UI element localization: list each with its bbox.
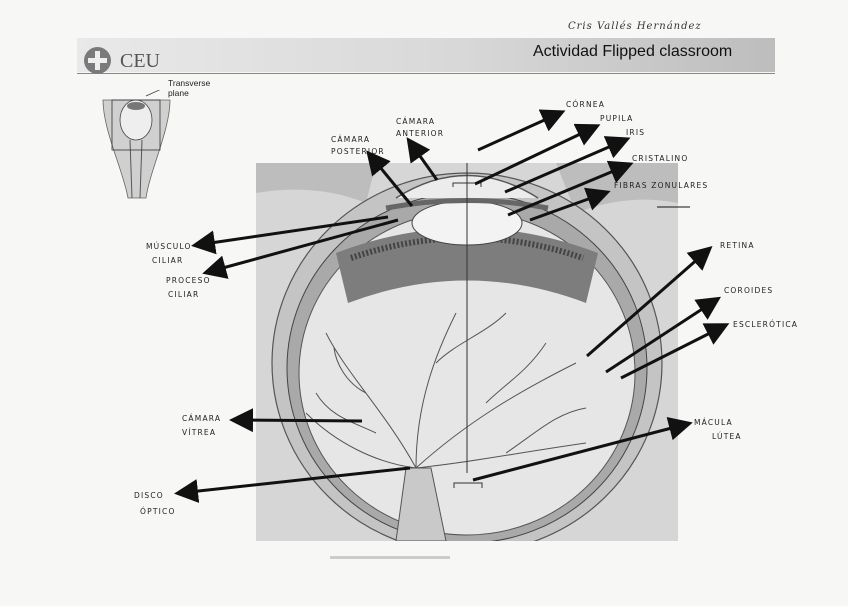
label-camara-posterior-line2: posterior xyxy=(331,146,385,158)
label-disco-optico: Disco óptico xyxy=(134,488,176,520)
label-pupila: Pupila xyxy=(600,114,633,123)
label-macula-lutea-line1: Mácula xyxy=(694,416,742,430)
label-musculo-ciliar-line1: Músculo xyxy=(146,240,192,254)
label-camara-vitrea: Cámara vítrea xyxy=(182,412,221,440)
label-cristalino: Cristalino xyxy=(632,154,688,163)
label-disco-optico-line1: Disco xyxy=(134,488,176,504)
label-disco-optico-line2: óptico xyxy=(134,504,176,520)
label-camara-anterior-line2: anterior xyxy=(396,128,444,140)
label-camara-posterior: Cámara posterior xyxy=(331,134,385,158)
label-camara-anterior-line1: Cámara xyxy=(396,116,444,128)
label-macula-lutea-line2: lútea xyxy=(694,430,742,444)
label-coroides: Coroides xyxy=(724,286,773,295)
label-proceso-ciliar: Proceso ciliar xyxy=(166,274,211,302)
label-musculo-ciliar: Músculo ciliar xyxy=(146,240,192,268)
label-musculo-ciliar-line2: ciliar xyxy=(146,254,192,268)
label-camara-anterior: Cámara anterior xyxy=(396,116,444,140)
label-proceso-ciliar-line2: ciliar xyxy=(166,288,211,302)
label-retina: Retina xyxy=(720,241,755,250)
label-camara-vitrea-line1: Cámara xyxy=(182,412,221,426)
label-iris: Iris xyxy=(626,128,645,137)
label-macula-lutea: Mácula lútea xyxy=(694,416,742,444)
figure-caption-placeholder xyxy=(330,556,450,559)
label-cornea: Córnea xyxy=(566,100,605,109)
label-proceso-ciliar-line1: Proceso xyxy=(166,274,211,288)
label-fibras-zonulares: Fibras zonulares xyxy=(614,181,708,190)
label-esclerotica: Esclerótica xyxy=(733,320,798,329)
label-camara-posterior-line1: Cámara xyxy=(331,134,385,146)
label-camara-vitrea-line2: vítrea xyxy=(182,426,221,440)
